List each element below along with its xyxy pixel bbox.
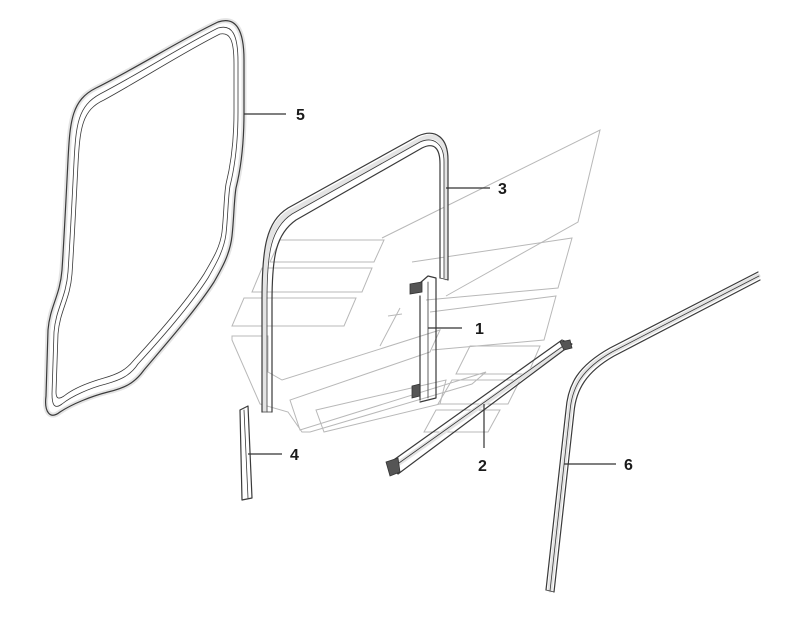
callout-3: 3 xyxy=(498,181,507,198)
part-6-outer-roof-seal xyxy=(545,271,761,593)
callout-1: 1 xyxy=(475,321,484,338)
callout-2: 2 xyxy=(478,458,487,475)
callout-5: 5 xyxy=(296,107,305,124)
callout-6: 6 xyxy=(624,457,633,474)
part-4-lower-seal-strip xyxy=(239,405,253,501)
part-3-glass-run-channel xyxy=(261,132,449,413)
leader-lines xyxy=(244,113,616,465)
part-2-belt-weatherstrip xyxy=(385,339,573,477)
part-5-door-opening-seal xyxy=(43,18,247,418)
part-1-division-channel xyxy=(409,275,437,403)
callout-4: 4 xyxy=(290,447,299,464)
callout-labels: 1 2 3 4 5 6 xyxy=(290,107,633,475)
